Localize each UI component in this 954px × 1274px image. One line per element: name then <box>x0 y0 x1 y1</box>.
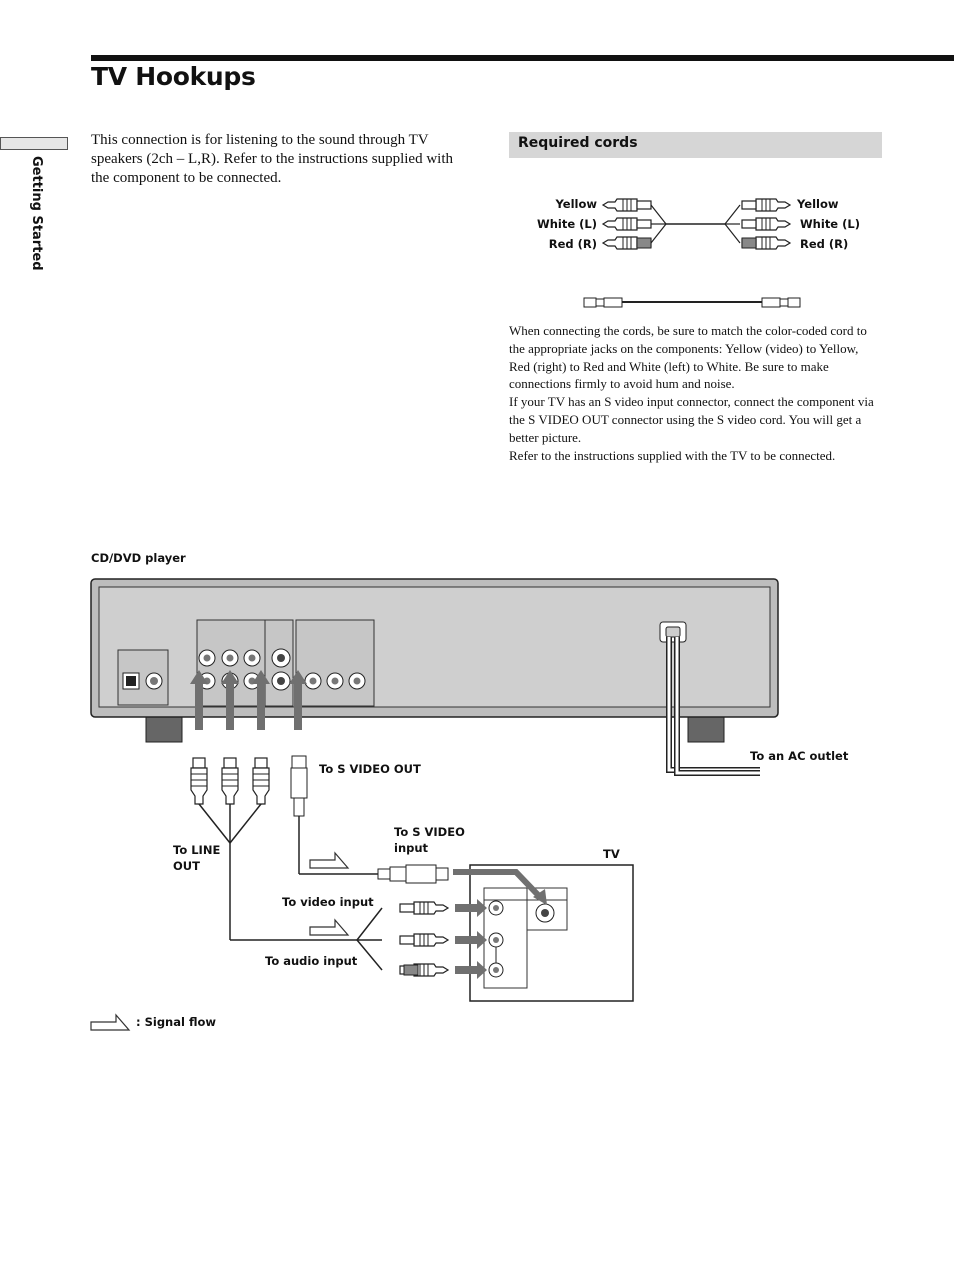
rca-cord-illustration <box>602 198 791 250</box>
cord-label-left-yellow: Yellow <box>555 197 597 211</box>
s-video-out-label: To S VIDEO OUT <box>319 762 421 776</box>
note-refer-tv: Refer to the instructions supplied with … <box>509 447 836 463</box>
cord-label-right-yellow: Yellow <box>797 197 839 211</box>
cord-label-left-white: White (L) <box>537 217 597 231</box>
page-title: TV Hookups <box>91 62 256 91</box>
intro-paragraph: This connection is for listening to the … <box>91 132 454 186</box>
player-label: CD/DVD player <box>91 551 186 565</box>
top-rule <box>91 55 954 61</box>
tv-rear-panel <box>453 864 634 1002</box>
connection-notes: When connecting the cords, be sure to ma… <box>509 322 881 464</box>
video-input-label: To video input <box>282 895 374 909</box>
ac-outlet-label: To an AC outlet <box>750 749 849 763</box>
cord-label-right-red: Red (R) <box>800 237 849 251</box>
line-out-plugs <box>190 757 357 941</box>
required-cords-heading: Required cords <box>509 132 882 158</box>
note-color-coding: When connecting the cords, be sure to ma… <box>509 323 867 392</box>
tv-label: TV <box>603 847 620 861</box>
signal-flow-arrows <box>90 852 349 1031</box>
ac-power-cord <box>666 637 760 776</box>
s-video-out-plug <box>290 755 378 875</box>
cord-label-left-red: Red (R) <box>548 237 597 251</box>
s-video-input-label: To S VIDEO input <box>394 825 465 855</box>
cord-label-right-white: White (L) <box>800 217 860 231</box>
line-out-label: To LINE OUT <box>173 843 221 873</box>
tv-input-plugs <box>356 901 449 977</box>
note-s-video: If your TV has an S video input connecto… <box>509 394 874 445</box>
audio-input-label: To audio input <box>265 954 358 968</box>
s-video-input-plug <box>377 864 449 884</box>
section-tab <box>0 137 68 150</box>
s-video-cord-illustration <box>583 297 801 308</box>
signal-flow-legend: : Signal flow <box>136 1015 217 1029</box>
